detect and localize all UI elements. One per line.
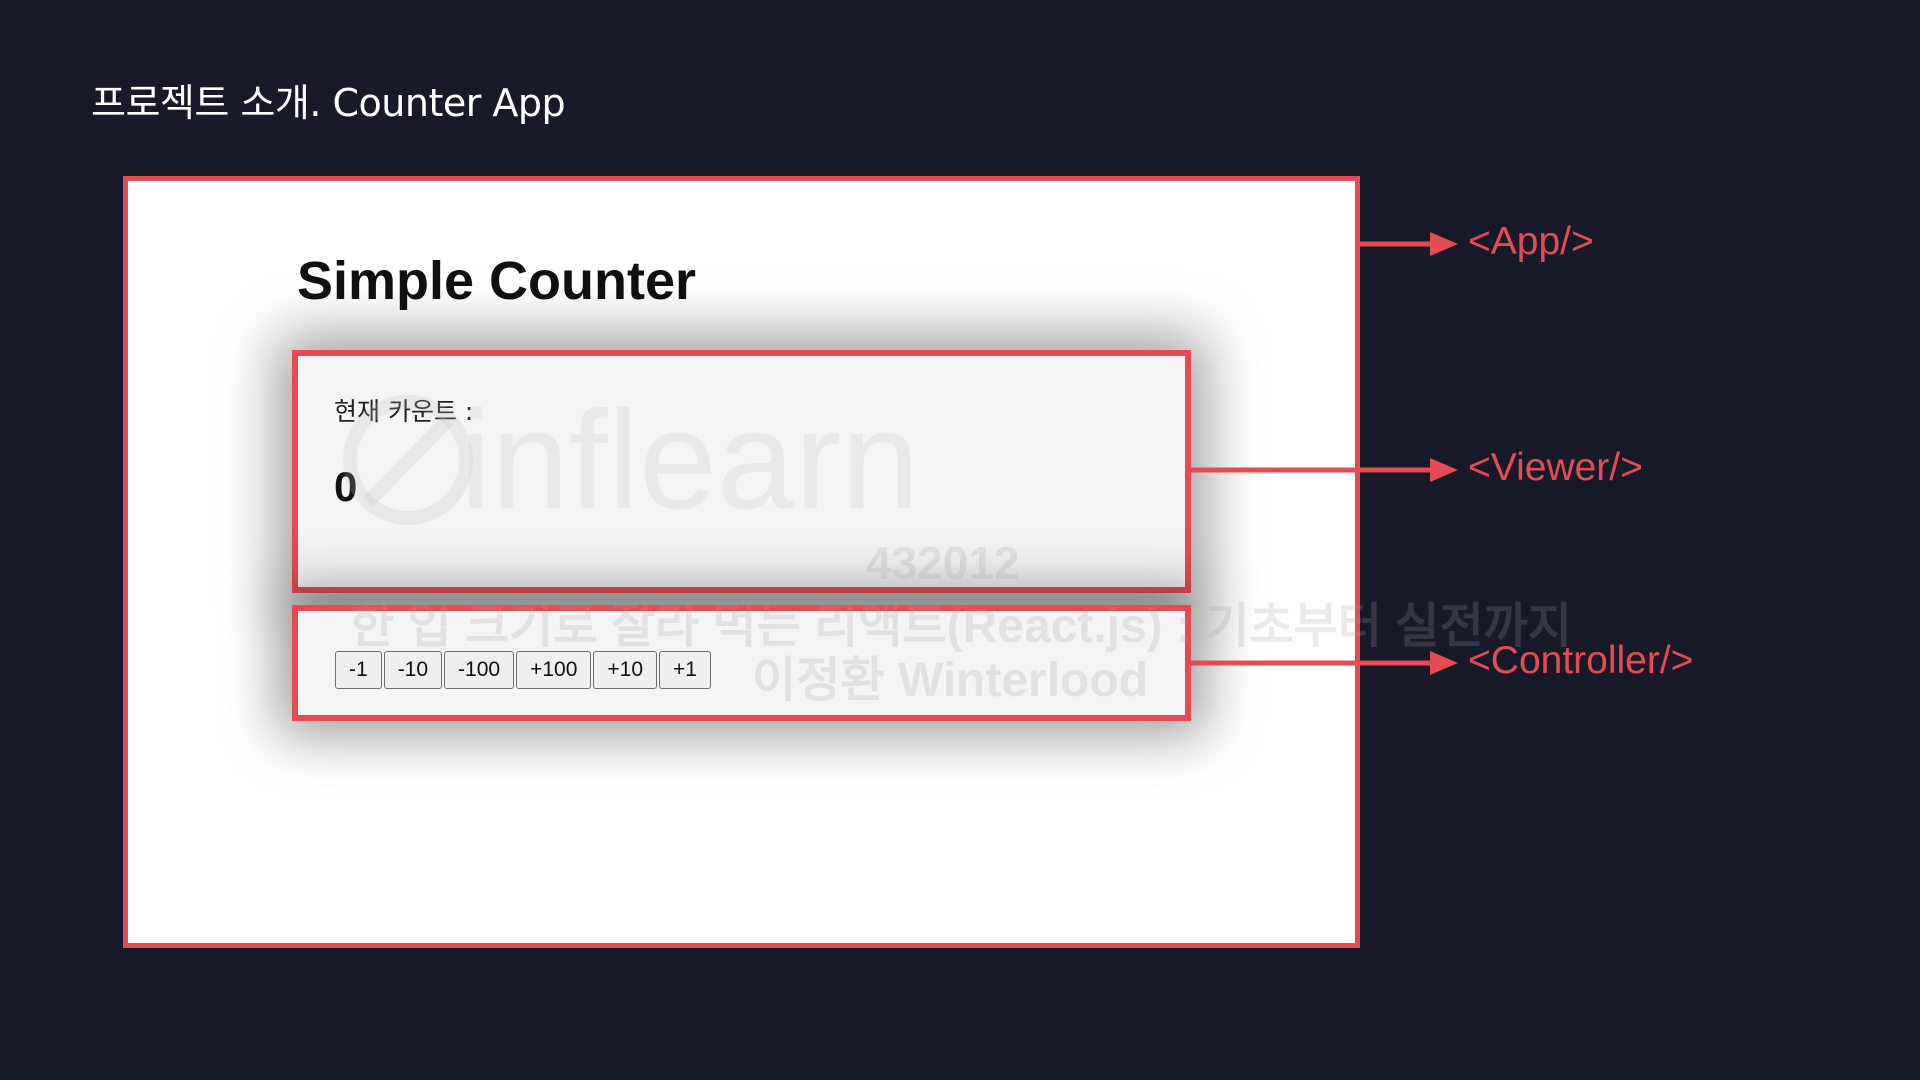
minus-100-button[interactable]: -100: [444, 651, 515, 689]
viewer-component-label: <Viewer/>: [1468, 446, 1643, 489]
slide-title: 프로젝트 소개. Counter App: [91, 81, 566, 125]
controller-section: -1 -10 -100 +100 +10 +1: [292, 605, 1191, 721]
app-arrow: [1360, 232, 1458, 256]
controller-component-label: <Controller/>: [1468, 639, 1694, 682]
plus-1-button[interactable]: +1: [659, 651, 711, 689]
app-heading: Simple Counter: [297, 251, 697, 311]
viewer-section: 현재 카운트 : 0: [292, 350, 1191, 593]
count-value: 0: [334, 463, 358, 510]
minus-1-button[interactable]: -1: [335, 651, 382, 689]
plus-10-button[interactable]: +10: [593, 651, 658, 689]
plus-100-button[interactable]: +100: [516, 651, 592, 689]
app-component-label: <App/>: [1468, 220, 1594, 263]
count-label: 현재 카운트 :: [334, 397, 474, 426]
minus-10-button[interactable]: -10: [383, 651, 443, 689]
button-row: -1 -10 -100 +100 +10 +1: [335, 651, 711, 689]
